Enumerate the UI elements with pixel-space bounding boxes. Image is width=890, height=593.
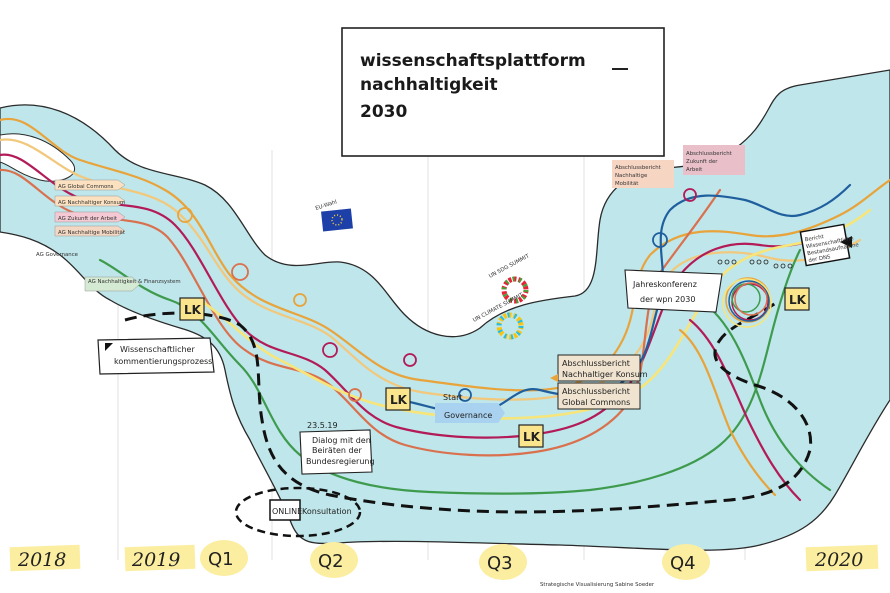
thread-red-right (688, 318, 802, 502)
un-sdg-summit-label: UN SDG SUMMIT (488, 253, 531, 280)
svg-text:AG Zukunft der Arbeit: AG Zukunft der Arbeit (58, 216, 117, 222)
dashed-path (124, 298, 813, 514)
bericht-book: Bericht Wissenschaftliche Bestandsaufnah… (799, 223, 860, 267)
svg-text:Governance: Governance (444, 411, 492, 420)
svg-text:Arbeit: Arbeit (686, 167, 702, 173)
svg-text:LK: LK (184, 303, 202, 317)
svg-text:Nachhaltige: Nachhaltige (615, 173, 648, 179)
svg-text:AG Nachhaltige Mobilität: AG Nachhaltige Mobilität (58, 230, 125, 236)
dialog-date: 23.5.19 (307, 421, 338, 430)
year-2020: 2020 (814, 549, 863, 571)
abschluss-commons-note: Abschlussbericht Global Commons (557, 382, 641, 410)
svg-text:Abschlussbericht: Abschlussbericht (686, 151, 732, 157)
svg-text:Mobilität: Mobilität (615, 181, 638, 187)
year-2018: 2018 (17, 549, 66, 571)
un-sdg-summit: UN SDG SUMMIT (488, 253, 531, 304)
thread-arbeit (0, 153, 842, 439)
abschluss-konsum-note: Abschlussbericht Nachhaltiger Konsum (550, 354, 648, 382)
lk-box-4: LK (784, 287, 810, 311)
title-box: wissenschaftsplattform nachhaltigkeit 20… (341, 27, 665, 157)
svg-text:der wpn 2030: der wpn 2030 (640, 295, 695, 304)
thread-global-commons (0, 117, 890, 392)
svg-text:Nachhaltiger Konsum: Nachhaltiger Konsum (562, 370, 648, 379)
ag-tag-arbeit: AG Zukunft der Arbeit (54, 211, 126, 223)
svg-text:Konsultation: Konsultation (302, 507, 352, 516)
svg-text:Wissenschaftlicher: Wissenschaftlicher (120, 345, 195, 354)
title-line-3: 2030 (360, 102, 407, 122)
abschluss-arbeit-note: Abschlussbericht Zukunft der Arbeit (683, 145, 745, 175)
people-icons (717, 259, 793, 269)
eu-flag-icon (321, 208, 353, 232)
svg-text:Abschlussbericht: Abschlussbericht (562, 387, 630, 396)
dialog-note: 23.5.19 Dialog mit den Beiräten der Bund… (299, 421, 375, 475)
svg-text:Global Commons: Global Commons (562, 398, 630, 407)
svg-text:Beiräten der: Beiräten der (312, 446, 362, 455)
svg-text:AG Nachhaltigkeit & Finanzsyst: AG Nachhaltigkeit & Finanzsystem (88, 279, 181, 285)
svg-text:LK: LK (789, 293, 807, 307)
ag-tag-finanzsystem: AG Nachhaltigkeit & Finanzsystem (84, 276, 181, 292)
online-monitor-icon (269, 499, 301, 521)
thread-konsum (0, 138, 862, 401)
river-left-lobe (0, 133, 76, 182)
lk-box-2: LK (385, 387, 411, 411)
svg-text:Dialog mit den: Dialog mit den (312, 436, 371, 445)
eu-wahl-label: EU-Wahl (315, 199, 338, 212)
thread-mobilitaet (0, 168, 722, 457)
jahreskonferenz: Jahreskonferenz der wpn 2030 (624, 259, 793, 328)
quarter-q3: Q3 (487, 553, 513, 574)
svg-text:kommentierungsprozess: kommentierungsprozess (114, 357, 212, 366)
lk-box-3: LK (518, 424, 544, 448)
quarter-q4: Q4 (670, 553, 696, 574)
svg-text:Bundesregierung: Bundesregierung (306, 457, 375, 466)
svg-text:der DNS: der DNS (808, 254, 832, 264)
svg-text:LK: LK (523, 430, 541, 444)
svg-text:Abschlussbericht: Abschlussbericht (615, 165, 661, 171)
abschluss-mobilitaet-note: Abschlussbericht Nachhaltige Mobilität (612, 160, 674, 188)
year-2019: 2019 (131, 549, 180, 571)
online-konsultation: ONLINE Konsultation (234, 486, 362, 538)
thread-green-right (698, 298, 832, 492)
threads (0, 117, 890, 502)
svg-text:Jahreskonferenz: Jahreskonferenz (632, 280, 697, 289)
conference-swirl-icon (722, 277, 772, 328)
svg-text:AG Nachhaltiger Konsum: AG Nachhaltiger Konsum (58, 200, 125, 206)
ag-governance-label: AG Governance (36, 252, 79, 258)
start-governance-tag: Start Governance (435, 393, 505, 423)
thread-curls (177, 188, 697, 402)
eu-wahl-marker: EU-Wahl (315, 199, 353, 232)
credit: Strategische Visualisierung Sabine Soede… (540, 582, 655, 588)
svg-text:ONLINE: ONLINE (272, 507, 302, 516)
svg-text:LK: LK (390, 393, 408, 407)
river (0, 69, 890, 551)
thread-orange-right (678, 328, 777, 497)
quarter-q1: Q1 (208, 549, 234, 570)
lk-markers: LK LK LK LK (179, 287, 810, 448)
title-line-2: nachhaltigkeit (360, 75, 498, 95)
svg-text:Bericht: Bericht (804, 234, 824, 243)
thread-finanzsystem (98, 248, 802, 495)
wissenschaftlicher-note: Wissenschaftlicher kommentierungsprozess (97, 337, 215, 375)
ag-tag-global-commons: AG Global Commons (54, 179, 126, 191)
ag-tag-mobilitaet: AG Nachhaltige Mobilität (54, 225, 126, 237)
svg-text:AG Global Commons: AG Global Commons (58, 184, 114, 190)
timeline-labels: 2018 2019 2020 Q1 Q2 Q3 Q4 (9, 540, 879, 580)
thread-yellow (198, 208, 872, 420)
lk-box-1: LK (179, 297, 205, 321)
svg-text:Start: Start (443, 393, 463, 402)
quarter-q2: Q2 (318, 551, 344, 572)
svg-text:Zukunft der: Zukunft der (686, 159, 718, 165)
ag-tags: AG Global Commons AG Nachhaltiger Konsum… (36, 179, 181, 292)
svg-text:Abschlussbericht: Abschlussbericht (562, 359, 630, 368)
ag-tag-konsum: AG Nachhaltiger Konsum (54, 195, 126, 207)
title-line-1: wissenschaftsplattform (360, 51, 586, 71)
